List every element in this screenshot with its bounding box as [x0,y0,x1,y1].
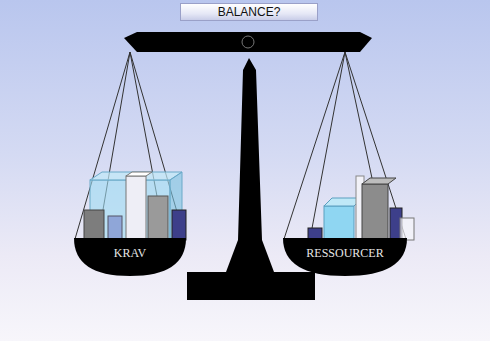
bar-chart-left [84,172,186,240]
scale-pan: RESSOURCER [283,238,407,276]
pan-strings [75,52,406,239]
pan-label: KRAV [114,246,146,269]
pivot-circle [242,36,254,48]
scale-beam [124,32,372,52]
bar-chart-right [308,176,414,240]
scale-base [187,272,315,300]
scale-pan: KRAV [74,238,186,276]
title-text: BALANCE? [218,5,281,19]
title-box: BALANCE? [180,3,318,21]
scale-pillar [226,58,274,272]
pan-label: RESSOURCER [306,246,383,269]
